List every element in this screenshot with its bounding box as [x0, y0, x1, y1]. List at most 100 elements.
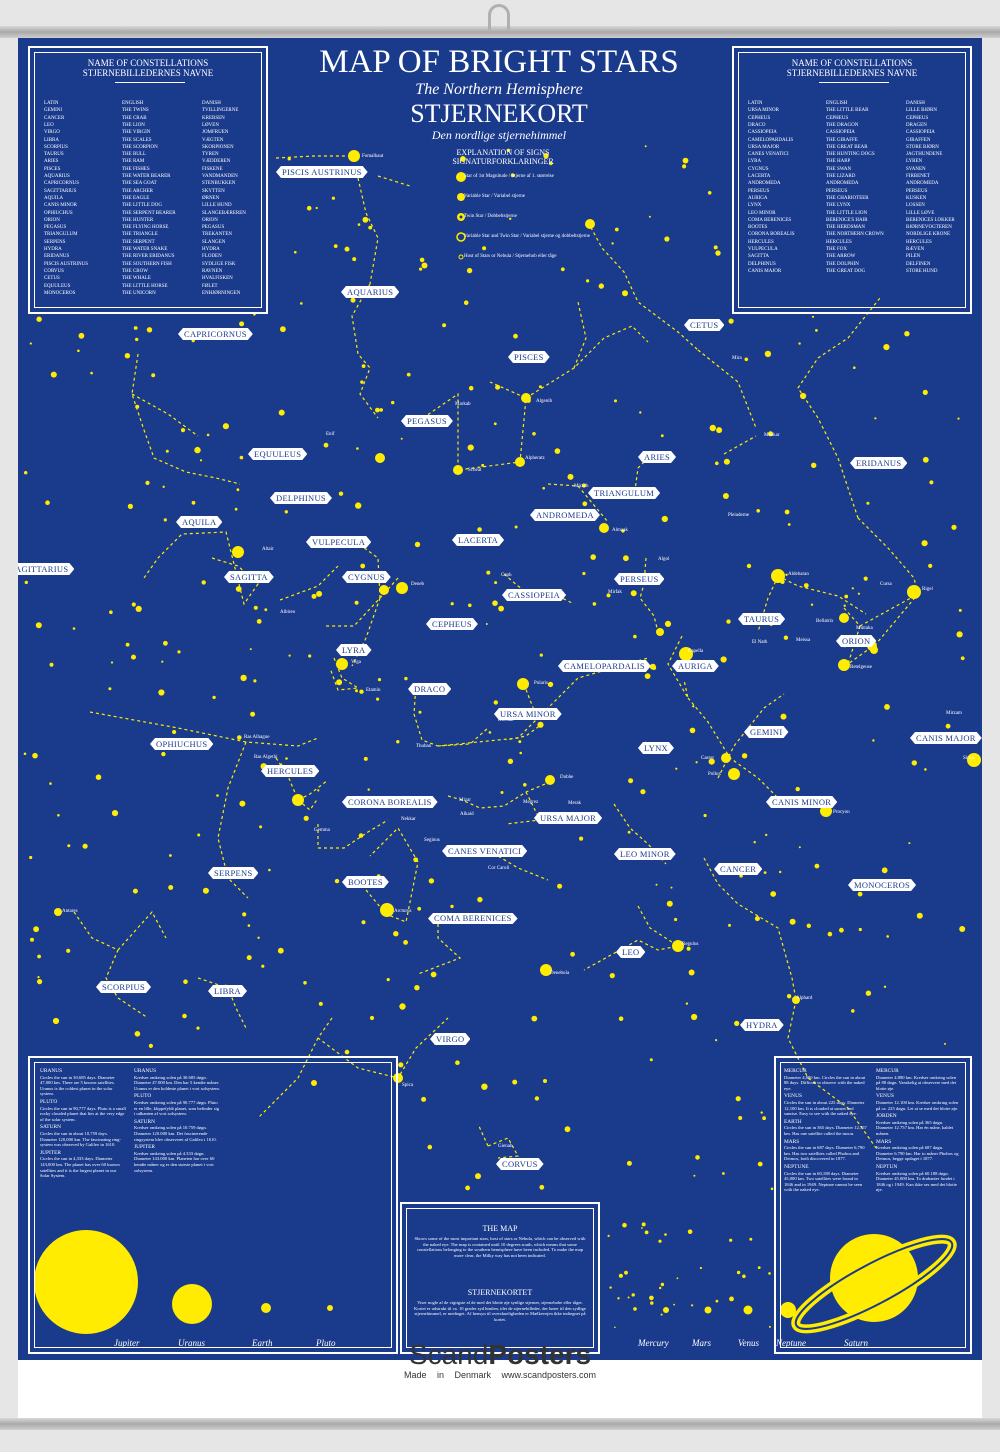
star-icon — [82, 843, 88, 849]
star-icon — [756, 509, 760, 513]
star-name: Mizar — [459, 798, 471, 803]
constellation-label: LEO MINOR — [614, 848, 676, 860]
star-icon — [921, 540, 928, 547]
star-icon — [201, 580, 206, 585]
constellation-table-cell: THE RIVER ERIDANUS — [122, 254, 175, 260]
star-icon — [23, 752, 27, 756]
constellation-label: VIRGO — [430, 1033, 470, 1045]
constellation-table-cell: PISCIS AUSTRINUS — [44, 261, 89, 267]
constellation-line — [639, 557, 659, 633]
star-icon — [531, 1015, 538, 1022]
constellation-table-cell: URSA MINOR — [748, 108, 779, 114]
star-icon — [545, 775, 555, 785]
constellation-label: CANCER — [714, 863, 762, 875]
constellation-label: CEPHEUS — [426, 618, 478, 630]
star-icon — [843, 604, 846, 607]
star-icon — [417, 906, 422, 911]
star-icon — [37, 976, 40, 979]
star-icon — [590, 554, 596, 560]
star-icon — [418, 710, 422, 714]
constellation-table-cell: THE RAM — [122, 159, 145, 165]
star-icon — [360, 380, 364, 384]
star-icon — [165, 449, 169, 453]
star-icon — [49, 782, 52, 785]
star-icon — [109, 610, 113, 614]
star-icon — [729, 1296, 734, 1302]
star-icon — [554, 448, 561, 454]
constellation-table-cell: HYDRA — [44, 247, 62, 252]
constellation-table-cell: THE HERDSMAN — [826, 225, 866, 231]
star-icon — [308, 654, 312, 658]
star-icon — [428, 878, 435, 884]
star-icon — [257, 936, 260, 939]
planet-label: Pluto — [316, 1338, 336, 1348]
constellation-label: TAURUS — [738, 613, 785, 625]
star-icon — [598, 283, 604, 289]
star-icon — [741, 753, 748, 759]
star-icon — [626, 1160, 632, 1166]
star-icon — [360, 563, 366, 569]
star-icon — [132, 888, 138, 894]
constellation-label: CASSIOPEIA — [502, 589, 566, 601]
brand-footer: ScandPosters Made in Denmark www.scandpo… — [18, 1340, 982, 1381]
constellation-label: LYNX — [638, 742, 674, 754]
names-subtitle: STJERNEBILLEDERNES NAVNE — [82, 68, 214, 78]
star-icon — [581, 483, 587, 488]
star-icon — [37, 954, 41, 959]
star-icon — [753, 841, 756, 844]
star-icon — [783, 635, 789, 640]
constellation-table-cell: THE NORTHERN CROWN — [826, 232, 884, 238]
star-icon — [500, 791, 504, 794]
star-icon — [404, 676, 408, 681]
star-icon — [259, 825, 263, 829]
star-icon — [839, 927, 844, 933]
star-icon — [125, 642, 130, 647]
the-map-body: Shows some of the most important stars, … — [414, 1236, 586, 1258]
constellation-line — [351, 597, 381, 667]
constellation-table-cell: THE DOLPHIN — [826, 261, 859, 267]
star-icon — [688, 969, 695, 976]
constellation-line — [547, 483, 609, 523]
star-icon — [177, 650, 181, 654]
star-icon — [660, 1282, 665, 1287]
constellation-table-cell: CEPHEUS — [748, 115, 771, 121]
star-icon — [649, 1295, 654, 1301]
constellation-table-cell: JOMFRUEN — [202, 130, 229, 136]
constellation-table-cell: CASSIOPEIA — [906, 130, 935, 136]
constellation-table-cell: ENHJØRNINGEN — [202, 290, 241, 296]
star-icon — [493, 422, 497, 426]
star-icon — [50, 371, 57, 378]
star-icon — [886, 935, 889, 938]
constellation-table-cell: HVALFISKEN — [202, 276, 233, 282]
star-name: Denebola — [550, 971, 570, 976]
planet-label: Mercury — [638, 1338, 669, 1348]
star-icon — [315, 206, 318, 210]
constellation-label: URSA MINOR — [494, 708, 562, 720]
star-icon — [131, 602, 136, 607]
star-icon — [738, 1116, 743, 1120]
map-subtitle-danish: Den nordlige stjernehimmel — [431, 128, 567, 142]
star-icon — [685, 1002, 689, 1005]
constellation-table-cell: THE SOUTHERN FISH — [122, 261, 172, 267]
star-icon — [779, 870, 782, 874]
star-icon — [306, 205, 312, 211]
star-icon — [399, 1003, 406, 1010]
star-icon — [334, 878, 340, 884]
star-name: Arcturus — [394, 909, 412, 914]
constellation-table-cell: THE CROW — [122, 268, 148, 274]
constellation-table-cell: THE ARROW — [826, 254, 856, 260]
star-icon — [686, 946, 691, 951]
constellation-label: LEO — [616, 946, 645, 958]
brand-url[interactable]: www.scandposters.com — [501, 1370, 597, 1380]
star-icon — [666, 900, 673, 907]
star-icon — [146, 327, 153, 333]
constellation-table-cell: THE HARP — [826, 159, 851, 165]
constellation-table-cell: PEGASUS — [202, 225, 225, 231]
planet-label: Mars — [692, 1338, 712, 1348]
star-icon — [713, 245, 718, 250]
constellation-line — [317, 819, 389, 849]
constellation-table-cell: THE SCALES — [122, 137, 152, 143]
star-icon — [513, 333, 518, 339]
star-name: Polaris — [534, 681, 548, 686]
